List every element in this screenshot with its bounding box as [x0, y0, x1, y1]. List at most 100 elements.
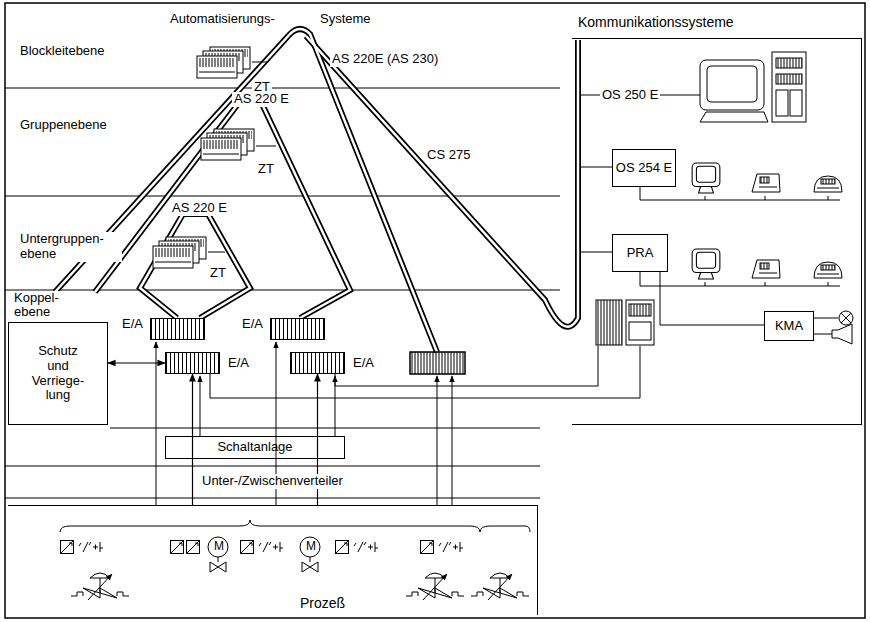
process-symbols: [259, 542, 283, 552]
bus-cables: [55, 29, 578, 352]
node-text: E/A: [351, 356, 376, 371]
process-symbols: [210, 557, 226, 572]
bus-cables: [55, 29, 578, 352]
terminal-icons: [752, 174, 780, 192]
communication-devices: [581, 252, 612, 253]
node-text: Kommunikationssysteme: [578, 14, 734, 30]
signal-wires: [437, 376, 438, 505]
level-name: Gruppenebene: [18, 118, 109, 133]
signal-wires: [210, 346, 640, 398]
level-name: Untergruppen- ebene: [18, 232, 122, 262]
bus-name: CS 275: [425, 148, 472, 163]
signal-connector: [192, 374, 193, 505]
computer-tag: ZT: [208, 266, 228, 281]
process-symbols: [302, 557, 318, 572]
communication-devices: [841, 313, 851, 323]
process-symbols: [171, 541, 184, 554]
signal-wires: [156, 342, 157, 505]
signal-wires: [335, 376, 336, 436]
system-title: Systeme: [318, 12, 373, 27]
level-lines: [5, 196, 560, 197]
level-lines: [5, 498, 540, 499]
process-symbols: [439, 542, 463, 552]
communication-devices: [640, 186, 840, 200]
node-text: Schaltanlage: [217, 440, 292, 455]
communication-devices: [776, 74, 802, 84]
process-symbols: [336, 541, 349, 554]
system-name: OS 250 E: [600, 88, 660, 103]
motor-letter: M: [304, 540, 318, 554]
system-title: Automatisierungs-: [168, 12, 277, 27]
level-lines: [5, 88, 560, 89]
io-rack: [410, 352, 465, 374]
terminal-icons: [692, 249, 720, 279]
communication-devices: [700, 60, 764, 110]
io-rack: E/A: [150, 318, 205, 340]
process-symbols: [71, 573, 129, 600]
process-box: Prozeß: [8, 505, 538, 615]
node-text: Schutz und Verriege- lung: [27, 344, 89, 404]
io-rack: E/A: [270, 318, 325, 340]
system-name: AS 220E (AS 230): [330, 52, 440, 67]
terminal-icons: [814, 262, 842, 278]
level-name: Koppel- ebene: [12, 291, 74, 319]
node-text: Prozeß: [298, 595, 347, 611]
process-brackets: [60, 520, 250, 532]
computer-tag: ZT: [256, 162, 276, 177]
level-lines: [5, 466, 540, 467]
signal-connector: [108, 362, 165, 363]
zt-computers: [153, 237, 206, 268]
communication-devices: [776, 58, 802, 68]
process-symbols: [471, 573, 529, 600]
switchgear-box: Schaltanlage: [165, 436, 345, 459]
process-symbols: [241, 541, 254, 554]
node-text: OS 254 E: [616, 161, 672, 176]
process-symbols: [79, 542, 103, 552]
pra-box: PRA: [612, 234, 668, 272]
communication-devices: [640, 270, 840, 286]
process-symbols: [208, 537, 320, 572]
process-brackets: [250, 520, 480, 532]
terminal-icons: [752, 260, 780, 278]
zt-computers: [197, 47, 250, 78]
process-brackets: [60, 520, 530, 532]
communication-devices: [839, 311, 853, 325]
communication-devices: [626, 300, 654, 345]
communication-devices: [629, 304, 651, 316]
zt-computers: [201, 129, 254, 160]
process-symbols: [300, 537, 320, 557]
level-lines: [110, 428, 540, 429]
communication-devices: [776, 90, 788, 116]
system-name: AS 220 E: [232, 92, 291, 107]
kma-box: KMA: [764, 311, 814, 341]
protection-box: Schutz und Verriege- lung: [8, 322, 108, 425]
node-text: E/A: [120, 317, 145, 332]
io-rack: E/A: [290, 352, 345, 374]
frame: [5, 3, 865, 618]
signal-wires: [200, 376, 201, 436]
process-brackets: [480, 526, 530, 532]
io-rack: [410, 352, 465, 374]
node-text: E/A: [226, 356, 251, 371]
level-lines: [5, 290, 560, 291]
level-name: Blockleitebene: [18, 44, 107, 59]
process-symbols: [208, 537, 228, 557]
terminal-icons: [692, 163, 842, 279]
terminal-icons: [692, 163, 720, 193]
process-symbols: [187, 541, 200, 554]
process-symbols: [61, 541, 74, 554]
communication-devices: [790, 90, 802, 116]
communication-devices: [772, 52, 806, 122]
io-rack: E/A: [165, 352, 220, 374]
communication-devices: [832, 324, 852, 344]
bus-cables: [55, 29, 578, 352]
node-text: PRA: [627, 246, 654, 261]
process-symbols: [421, 541, 434, 554]
distributor-label: Unter-/Zwischenverteiler: [200, 474, 345, 489]
zt-computers: [208, 62, 276, 252]
communication-devices: [596, 300, 622, 345]
node-text: KMA: [775, 319, 803, 334]
